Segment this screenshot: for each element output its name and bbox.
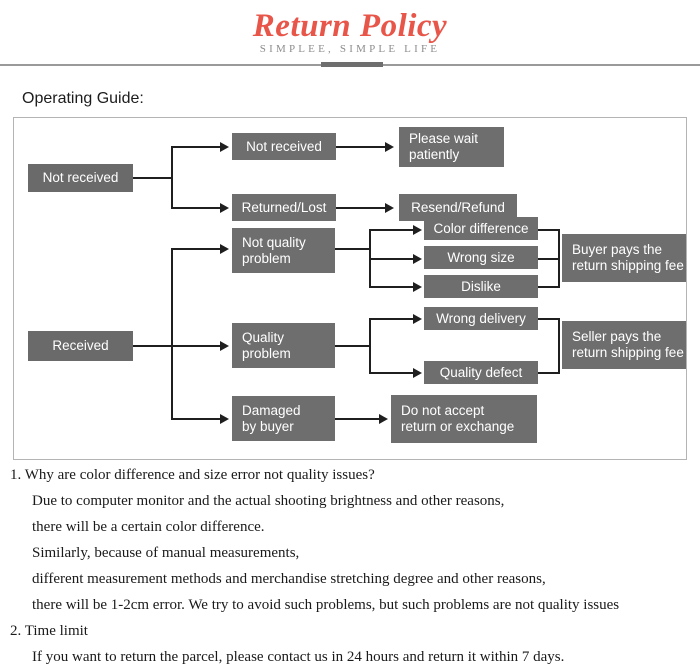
page-title: Return Policy	[252, 8, 448, 44]
note-2-heading-text: Time limit	[24, 623, 88, 639]
node-returned-lost: Returned/Lost	[232, 194, 336, 221]
bracket-seller-spine	[558, 318, 560, 374]
note-1-heading-text: Why are color difference and size error …	[24, 467, 375, 483]
note-1-number: 1.	[10, 467, 22, 483]
bracket-buyer-bottom	[538, 286, 560, 288]
connector-qp-arm-top	[369, 318, 414, 320]
note-1-line-2: there will be a certain color difference…	[32, 519, 265, 535]
node-resend-refund: Resend/Refund	[399, 194, 517, 221]
node-do-not-accept-return-or-exchange: Do not accept return or exchange	[391, 395, 537, 443]
bracket-buyer-top	[538, 229, 560, 231]
connector-received-split	[171, 248, 173, 420]
node-not-quality-problem: Not quality problem	[232, 228, 335, 273]
bracket-buyer-spine	[558, 229, 560, 288]
arrow-to-not-quality-problem	[220, 244, 229, 254]
node-quality-problem: Quality problem	[232, 323, 335, 368]
node-dislike: Dislike	[424, 275, 538, 298]
arrow-to-color-difference	[413, 225, 422, 235]
note-2-heading: 2. Time limit	[0, 618, 700, 644]
connector-qp-stem	[335, 345, 370, 347]
note-1-heading: 1. Why are color difference and size err…	[0, 462, 700, 488]
arrow-to-please-wait	[385, 142, 394, 152]
connector-not-received-split	[171, 146, 173, 209]
arrow-to-wrong-delivery	[413, 314, 422, 324]
connector-nqp-arm-top	[369, 229, 414, 231]
bracket-seller-top	[538, 318, 560, 320]
node-damaged-by-buyer: Damaged by buyer	[232, 396, 335, 441]
bracket-buyer-middle	[538, 258, 560, 260]
connector-to-do-not-accept	[335, 418, 380, 420]
note-1-line-4: different measurement methods and mercha…	[32, 571, 546, 587]
note-1-line-3: Similarly, because of manual measurement…	[32, 545, 300, 561]
connector-qp-split	[369, 318, 371, 374]
bracket-seller-bottom	[538, 372, 560, 374]
arrow-to-dislike	[413, 282, 422, 292]
connector-not-received-arm-top	[171, 146, 221, 148]
node-not-received-branch: Not received	[232, 133, 336, 160]
node-received-root: Received	[28, 331, 133, 361]
flowchart-canvas: Not received Not received Returned/Lost …	[14, 118, 686, 459]
note-item-1: 1. Why are color difference and size err…	[0, 462, 700, 618]
page-subtitle: SIMPLEE, SIMPLE LIFE	[259, 43, 441, 55]
arrow-to-not-received-branch	[220, 142, 229, 152]
connector-received-arm-top	[171, 248, 221, 250]
arrow-to-quality-problem	[220, 341, 229, 351]
connector-received-arm-middle	[171, 345, 221, 347]
connector-nqp-stem	[335, 248, 370, 250]
node-wrong-size: Wrong size	[424, 246, 538, 269]
connector-received-arm-bottom	[171, 418, 221, 420]
operating-guide-label: Operating Guide:	[22, 90, 144, 107]
arrow-to-resend-refund	[385, 203, 394, 213]
node-quality-defect: Quality defect	[424, 361, 538, 384]
node-not-received-root: Not received	[28, 164, 133, 192]
arrow-to-damaged-by-buyer	[220, 414, 229, 424]
note-item-2: 2. Time limit If you want to return the …	[0, 618, 700, 670]
connector-received-stem	[133, 345, 172, 347]
arrow-to-quality-defect	[413, 368, 422, 378]
policy-notes: 1. Why are color difference and size err…	[0, 462, 700, 670]
node-wrong-delivery: Wrong delivery	[424, 307, 538, 330]
page-header: Return Policy SIMPLEE, SIMPLE LIFE	[0, 0, 700, 72]
node-please-wait-patiently: Please wait patiently	[399, 127, 504, 167]
connector-nqp-arm-middle	[369, 258, 414, 260]
connector-to-please-wait	[336, 146, 386, 148]
node-seller-pays-return-shipping-fee: Seller pays the return shipping fee	[562, 321, 686, 369]
connector-not-received-arm-bottom	[171, 207, 221, 209]
arrow-to-wrong-size	[413, 254, 422, 264]
arrow-to-do-not-accept	[379, 414, 388, 424]
note-1-line-1: Due to computer monitor and the actual s…	[32, 493, 505, 509]
node-color-difference: Color difference	[424, 217, 538, 240]
connector-not-received-stem	[133, 177, 172, 179]
note-2-number: 2.	[10, 623, 22, 639]
header-divider-accent	[321, 62, 383, 67]
flowchart-container: Not received Not received Returned/Lost …	[13, 117, 687, 460]
node-buyer-pays-return-shipping-fee: Buyer pays the return shipping fee	[562, 234, 686, 282]
connector-to-resend-refund	[336, 207, 386, 209]
note-2-line-1: If you want to return the parcel, please…	[32, 649, 565, 665]
arrow-to-returned-lost	[220, 203, 229, 213]
note-1-line-5: there will be 1-2cm error. We try to avo…	[32, 597, 620, 613]
connector-nqp-arm-bottom	[369, 286, 414, 288]
connector-qp-arm-bottom	[369, 372, 414, 374]
